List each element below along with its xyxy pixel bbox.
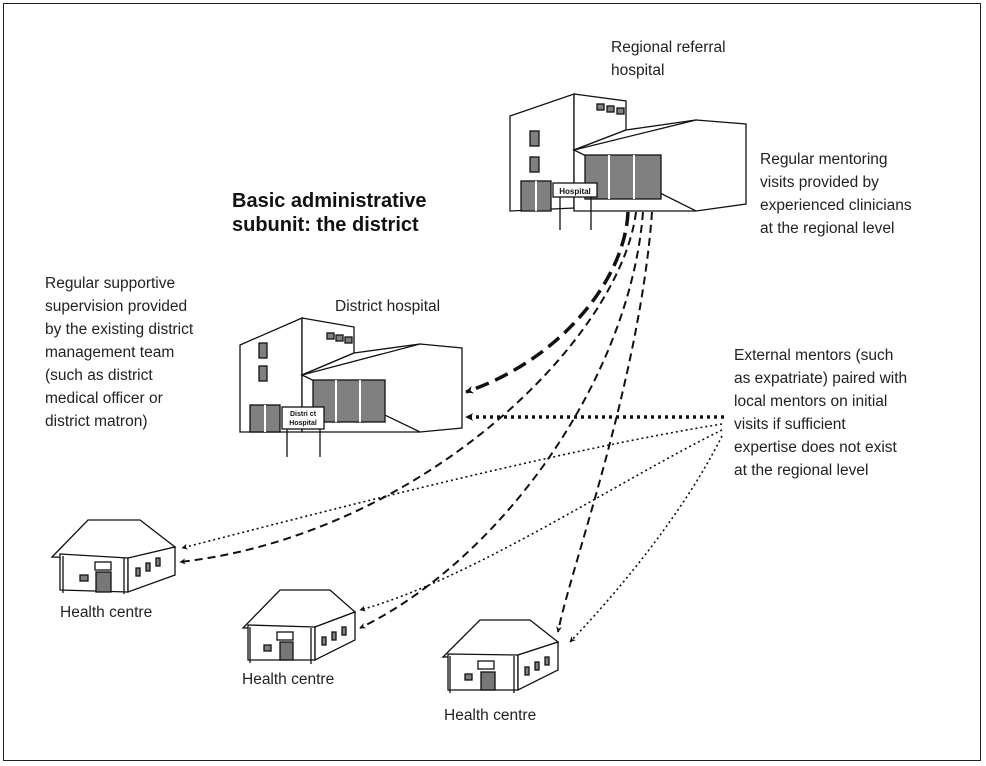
- district-title-line: subunit: the district: [232, 214, 419, 236]
- regional-hospital-label-line: Regional referral: [611, 39, 726, 56]
- district-hospital-building: [239, 317, 463, 457]
- external-mentors-label: External mentors (such as expatriate) pa…: [734, 344, 907, 482]
- regional-mentoring-line: visits provided by: [760, 174, 879, 191]
- regional-mentoring-line: Regular mentoring: [760, 151, 888, 168]
- district-supervision-line: by the existing district: [45, 321, 194, 338]
- district-supervision-line: Regular supportive: [45, 275, 176, 292]
- regional-hospital-sign: Hospital: [559, 187, 591, 196]
- arrow-external-to-health-centre-1: [181, 423, 723, 550]
- district-supervision-line: district matron): [45, 413, 148, 430]
- arrow-external-to-health-centre-2: [359, 429, 723, 612]
- district-supervision-label: Regular supportive supervision provided …: [45, 272, 193, 433]
- district-title: Basic administrative subunit: the distri…: [232, 189, 427, 237]
- external-mentors-line: local mentors on initial: [734, 393, 888, 410]
- district-hospital-sign-line2: Hospital: [289, 420, 317, 427]
- district-supervision-line: (such as district: [45, 367, 153, 384]
- diagram-frame: [3, 3, 981, 761]
- external-mentors-line: visits if sufficient: [734, 416, 846, 433]
- arrow-regional-to-health-centre-1: [179, 211, 637, 565]
- health-centre-2-label: Health centre: [242, 671, 335, 688]
- arrow-regional-to-district: [465, 211, 630, 394]
- district-supervision-line: medical officer or: [45, 390, 163, 407]
- regional-mentoring-label: Regular mentoring visits provided by exp…: [760, 148, 912, 240]
- health-centre-1-label: Health centre: [60, 604, 153, 621]
- external-mentors-line: as expatriate) paired with: [734, 370, 908, 387]
- district-supervision-line: supervision provided: [45, 298, 188, 315]
- district-hospital-sign-line1: Distri ct: [290, 411, 317, 418]
- arrow-external-to-health-centre-3: [569, 435, 723, 643]
- health-centre-3-label: Health centre: [444, 707, 537, 724]
- health-centre-3-building: [441, 619, 560, 693]
- district-hospital-label: District hospital: [335, 298, 441, 315]
- district-title-line: Basic administrative: [232, 190, 427, 212]
- regional-hospital-label: Regional referral hospital: [611, 36, 726, 82]
- regional-mentoring-line: experienced clinicians: [760, 197, 912, 214]
- regional-hospital-building: [509, 93, 747, 230]
- regional-mentoring-line: at the regional level: [760, 220, 895, 237]
- health-centre-1-building: [50, 519, 177, 594]
- arrow-regional-to-health-centre-3: [556, 211, 653, 633]
- health-centre-2-building: [241, 589, 357, 664]
- district-supervision-line: management team: [45, 344, 175, 361]
- regional-hospital-label-line: hospital: [611, 62, 665, 79]
- external-mentors-line: at the regional level: [734, 462, 869, 479]
- external-mentors-line: External mentors (such: [734, 347, 894, 364]
- external-mentors-line: expertise does not exist: [734, 439, 897, 456]
